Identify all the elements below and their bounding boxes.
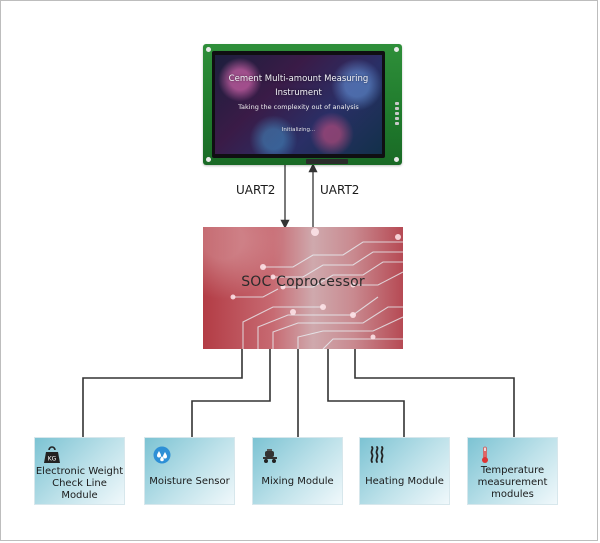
module-label-line: Check Line <box>52 478 107 489</box>
mount-hole <box>206 157 211 162</box>
svg-text:KG: KG <box>48 456 57 463</box>
bus-line-moisture <box>191 349 271 437</box>
module-electronic-weight: KG Electronic Weight Check Line Module <box>34 437 125 505</box>
module-label: Heating Module <box>365 476 444 487</box>
screen-title: Cement Multi-amount Measuring Instrument <box>215 72 382 100</box>
uart-label-left: UART2 <box>236 183 276 197</box>
module-label-line: modules <box>491 489 534 500</box>
soc-title: SOC Coprocessor <box>241 274 365 290</box>
module-label-line: Module <box>61 490 98 501</box>
mount-hole <box>394 47 399 52</box>
uart-label-right: UART2 <box>320 183 360 197</box>
weight-kg-icon: KG <box>44 446 60 463</box>
screen-title-line-2: Instrument <box>275 88 322 98</box>
thermometer-icon <box>482 446 488 463</box>
bus-lines <box>82 349 515 437</box>
module-label: Temperature measurement modules <box>468 465 557 501</box>
bus-line-temperature <box>354 349 515 437</box>
side-pin-header <box>395 102 399 128</box>
circuit-traces-graphic <box>230 228 403 349</box>
module-mixing: Mixing Module <box>252 437 343 505</box>
display-screen: Cement Multi-amount Measuring Instrument… <box>215 55 382 154</box>
lcd-display-module: Cement Multi-amount Measuring Instrument… <box>203 44 402 165</box>
water-drop-icon <box>153 446 171 464</box>
soc-coprocessor-block: SOC Coprocessor <box>203 227 403 349</box>
module-label: Electronic Weight Check Line Module <box>35 466 124 502</box>
module-label-line: measurement <box>477 477 548 488</box>
module-label-line: Temperature <box>480 465 545 476</box>
mount-hole <box>206 47 211 52</box>
module-label: Mixing Module <box>261 476 334 487</box>
screen-status: Initializing... <box>281 127 316 133</box>
mount-hole <box>394 157 399 162</box>
screen-subtitle: Taking the complexity out of analysis <box>238 103 359 111</box>
module-label: Moisture Sensor <box>149 476 230 487</box>
module-label-line: Electronic Weight <box>35 466 124 477</box>
bus-line-weight <box>82 349 243 437</box>
heat-waves-icon <box>370 446 384 463</box>
module-temperature: Temperature measurement modules <box>467 437 558 505</box>
screen-title-line-1: Cement Multi-amount Measuring <box>228 74 369 84</box>
module-moisture-sensor: Moisture Sensor <box>144 437 235 505</box>
fpc-connector <box>306 159 348 164</box>
display-bezel: Cement Multi-amount Measuring Instrument… <box>212 51 385 158</box>
mixer-icon <box>263 449 277 463</box>
bus-line-heating <box>327 349 405 437</box>
module-heating: Heating Module <box>359 437 450 505</box>
